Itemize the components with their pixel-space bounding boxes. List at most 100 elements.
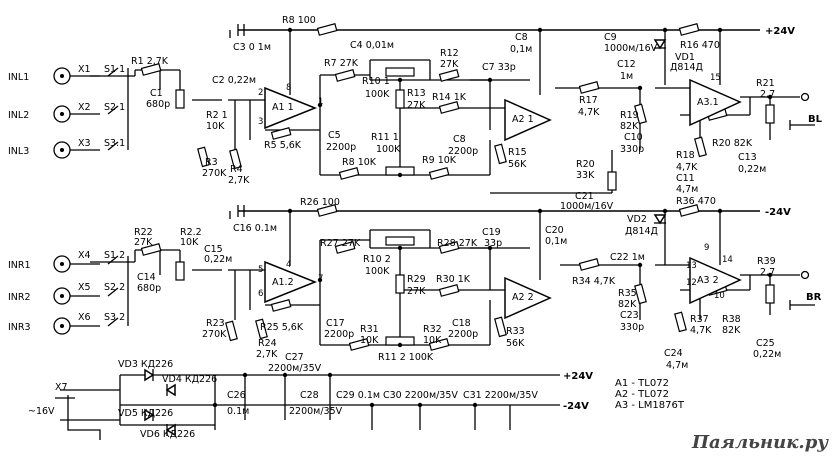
- svg-text:0,1м: 0,1м: [510, 44, 532, 55]
- svg-text:R17: R17: [579, 95, 598, 106]
- connector-label: X7: [55, 382, 68, 393]
- svg-text:C24: C24: [664, 348, 683, 359]
- svg-text:C29 0.1м: C29 0.1м: [336, 390, 380, 401]
- legend: A1 - TL072 A2 - TL072 A3 - LM1876T: [615, 378, 685, 411]
- connector-label: X4: [78, 250, 91, 261]
- svg-text:R5 5,6K: R5 5,6K: [264, 140, 302, 151]
- svg-text:R36 470: R36 470: [676, 196, 716, 207]
- svg-text:100K: 100K: [365, 266, 390, 277]
- svg-text:C28: C28: [300, 390, 319, 401]
- svg-text:10K: 10K: [206, 121, 225, 132]
- svg-text:C14: C14: [137, 272, 156, 283]
- svg-text:R20: R20: [576, 159, 595, 170]
- svg-text:4,7K: 4,7K: [676, 162, 698, 173]
- svg-text:C15: C15: [204, 244, 223, 255]
- svg-text:27K: 27K: [407, 100, 426, 111]
- switch-label: S3 2: [104, 312, 125, 323]
- opamp-label: A2 1: [512, 114, 534, 125]
- opamp-a3-2: [689, 256, 742, 305]
- opamp-label: A1.2: [272, 277, 294, 288]
- svg-text:C12: C12: [617, 59, 636, 70]
- switch-labels: S1 1 S2 1 S3.1 S1 2 S2 2 S3 2: [104, 64, 125, 323]
- svg-text:R35: R35: [618, 288, 637, 299]
- svg-text:82K: 82K: [618, 299, 637, 310]
- svg-text:R27 27K: R27 27K: [320, 238, 361, 249]
- svg-text:R32: R32: [423, 324, 442, 335]
- brand-watermark: Паяльник.ру: [691, 432, 829, 453]
- svg-text:2200p: 2200p: [448, 329, 478, 340]
- svg-text:R33: R33: [506, 326, 525, 337]
- opamp-label: A1 1: [272, 102, 294, 113]
- svg-text:R12: R12: [440, 48, 459, 59]
- opamp-label: A2 2: [512, 292, 534, 303]
- svg-text:4,7K: 4,7K: [690, 325, 712, 336]
- svg-text:100K: 100K: [376, 144, 401, 155]
- svg-text:C10: C10: [624, 132, 643, 143]
- svg-text:VD6 КД226: VD6 КД226: [140, 429, 195, 440]
- switch-label: S1 2: [104, 250, 125, 261]
- svg-text:10K: 10K: [180, 237, 199, 248]
- svg-text:R8 10K: R8 10K: [342, 157, 377, 168]
- pin-number: 1: [318, 97, 323, 107]
- rail-ac-input: ~16V: [28, 406, 55, 417]
- pin-number: 2: [258, 88, 263, 98]
- svg-text:0,22м: 0,22м: [753, 349, 781, 360]
- junctions: [212, 27, 773, 408]
- pin-number: 15: [710, 73, 721, 83]
- svg-text:270K: 270K: [202, 168, 227, 179]
- switch-label: S2 2: [104, 282, 125, 293]
- svg-text:27K: 27K: [407, 286, 426, 297]
- svg-text:R18: R18: [676, 150, 695, 161]
- pin-number: 12: [686, 278, 697, 288]
- svg-text:1000м/16V: 1000м/16V: [604, 43, 658, 54]
- component-labels: R1 2,7K C1 680p C2 0,22м R2 1 10K R3 270…: [131, 15, 781, 371]
- rail-pos-psu: +24V: [563, 371, 593, 382]
- svg-text:C1: C1: [150, 88, 163, 99]
- svg-text:R26 100: R26 100: [300, 197, 340, 208]
- svg-text:R28 27K: R28 27K: [437, 238, 478, 249]
- input-label: INL1: [8, 72, 29, 83]
- svg-text:330p: 330p: [620, 144, 644, 155]
- power-connector: [55, 395, 101, 440]
- diodes: [144, 39, 667, 437]
- connector-label: X2: [78, 102, 91, 113]
- rail-neg-mid: -24V: [765, 207, 791, 218]
- svg-text:VD2: VD2: [627, 214, 647, 225]
- svg-text:33K: 33K: [576, 170, 595, 181]
- svg-text:2,7: 2,7: [760, 89, 775, 100]
- svg-text:C9: C9: [604, 32, 617, 43]
- svg-text:2,7K: 2,7K: [256, 349, 278, 360]
- svg-text:R14 1K: R14 1K: [432, 92, 467, 103]
- svg-text:C27: C27: [285, 352, 304, 363]
- svg-text:2200м/35V: 2200м/35V: [289, 406, 343, 417]
- svg-text:2200м/35V: 2200м/35V: [268, 363, 322, 374]
- opamp-label: A3.1: [697, 97, 719, 108]
- opamp-a1-1: [264, 86, 318, 130]
- svg-text:270K: 270K: [202, 329, 227, 340]
- svg-text:R20 82K: R20 82K: [712, 138, 753, 149]
- input-label: INR2: [8, 292, 31, 303]
- svg-text:C3 0 1м: C3 0 1м: [233, 42, 271, 53]
- svg-text:C31 2200м/35V: C31 2200м/35V: [463, 390, 538, 401]
- svg-text:C20: C20: [545, 225, 564, 236]
- svg-text:680p: 680p: [146, 99, 170, 110]
- svg-text:R38: R38: [722, 314, 741, 325]
- svg-text:C16 0.1м: C16 0.1м: [233, 223, 277, 234]
- rail-labels: +24V -24V +24V -24V ~16V: [28, 26, 795, 417]
- input-label: INL3: [8, 146, 29, 157]
- svg-text:VD1: VD1: [675, 52, 695, 63]
- legend-item: A1 - TL072: [615, 378, 669, 389]
- svg-text:R16 470: R16 470: [680, 40, 720, 51]
- svg-text:2,7K: 2,7K: [228, 175, 250, 186]
- svg-text:2200p: 2200p: [324, 329, 354, 340]
- switch-label: S3.1: [104, 138, 125, 149]
- pin-number: 5: [258, 265, 263, 275]
- opamp-a2-2: [504, 276, 552, 320]
- svg-text:VD3 КД226: VD3 КД226: [118, 359, 173, 370]
- legend-item: A2 - TL072: [615, 389, 669, 400]
- opamp-labels: A1 1 A2 1 A3.1 A1.2 A2 2 A3 2: [272, 97, 719, 303]
- svg-text:C2 0,22м: C2 0,22м: [212, 75, 256, 86]
- switch-label: S1 1: [104, 64, 125, 75]
- svg-text:C4 0,01м: C4 0,01м: [350, 40, 394, 51]
- svg-text:Д814Д: Д814Д: [670, 62, 703, 73]
